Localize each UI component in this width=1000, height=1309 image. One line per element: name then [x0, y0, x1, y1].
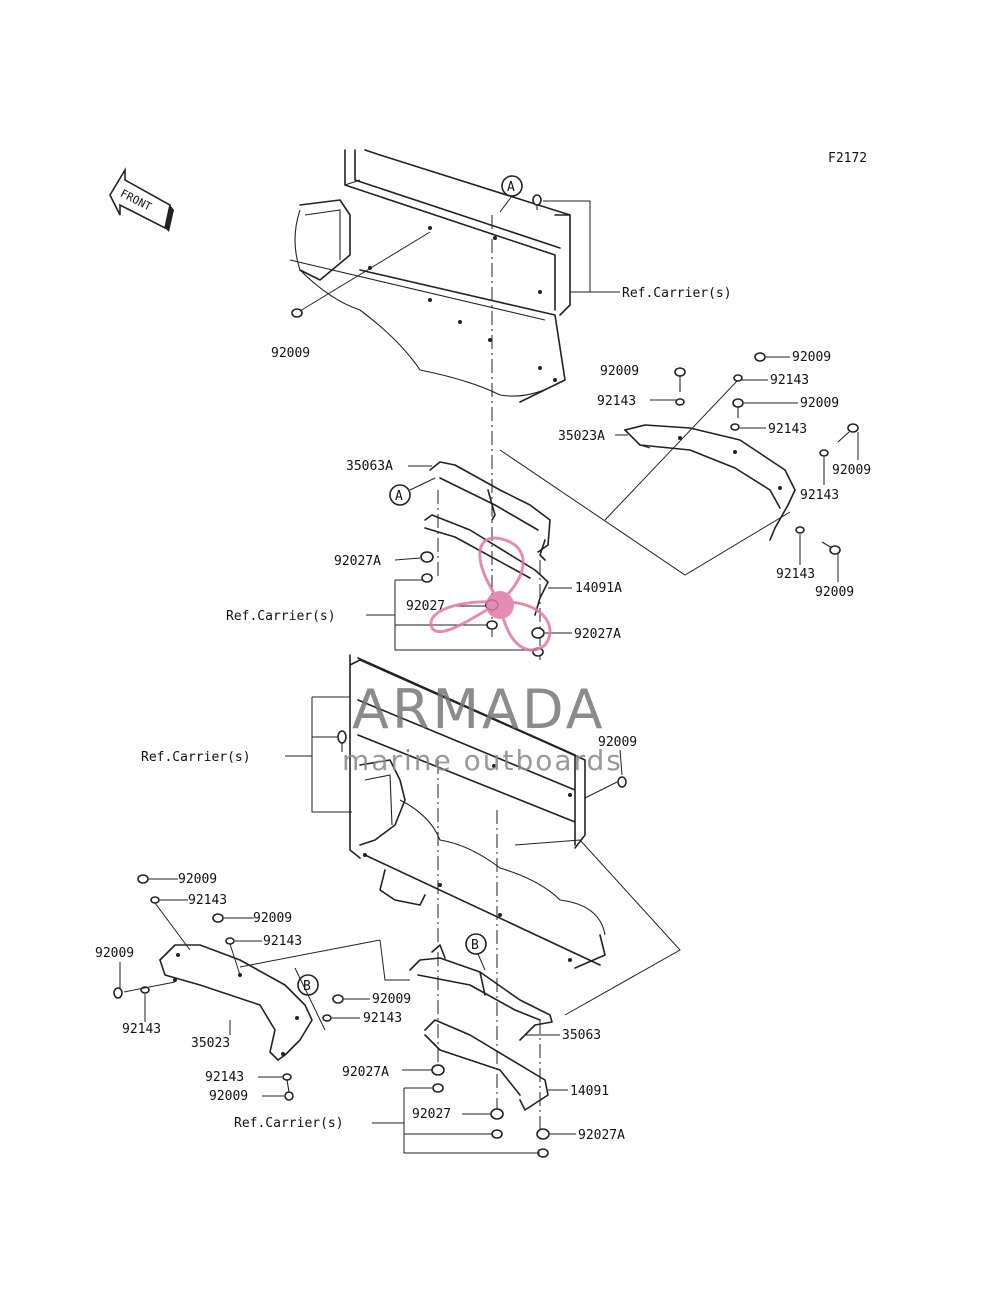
label-92143-j: 92143 [205, 1070, 244, 1085]
ref-carrier-label-bottom: Ref.Carrier(s) [234, 1116, 344, 1131]
ref-carrier-top: Ref.Carrier(s) [532, 194, 732, 301]
ref-carrier-left: Ref.Carrier(s) [141, 696, 352, 813]
callout-b-left: B [294, 967, 326, 1031]
label-92027A-b: 92027A [574, 627, 621, 642]
front-arrow-icon: FRONT [109, 167, 174, 232]
label-35063: 35063 [562, 1028, 601, 1043]
label-92027-b: 92027 [412, 1107, 451, 1122]
lower-carrier-drawing [349, 654, 681, 1016]
label-92009-k: 92009 [372, 992, 411, 1007]
nuts-upper: 92027A 92027 92027A [334, 551, 621, 657]
label-92009-d: 92009 [800, 396, 839, 411]
callout-b-right: B [465, 933, 487, 971]
label-92143-i: 92143 [363, 1011, 402, 1026]
label-92027-a: 92027 [406, 599, 445, 614]
label-92009-b: 92009 [600, 364, 639, 379]
label-92009-a: 92009 [271, 346, 310, 361]
callout-b-right-label: B [471, 938, 479, 953]
guard-14091A: 14091A [424, 514, 622, 616]
label-14091A: 14091A [575, 581, 622, 596]
ref-carrier-label-left: Ref.Carrier(s) [141, 750, 251, 765]
label-92009-h: 92009 [178, 872, 217, 887]
ref-carrier-label-top: Ref.Carrier(s) [622, 286, 732, 301]
bolt-92009-left-top: 92009 [271, 231, 431, 361]
label-92009-c: 92009 [792, 350, 831, 365]
label-92009-f: 92009 [815, 585, 854, 600]
label-92143-d: 92143 [800, 488, 839, 503]
watermark-tagline: marine outboards [342, 744, 623, 777]
label-92143-h: 92143 [122, 1022, 161, 1037]
label-92143-b: 92143 [770, 373, 809, 388]
label-92009-i: 92009 [253, 911, 292, 926]
bolt-92009-lower-right: 92009 [584, 735, 637, 799]
label-92027A-d: 92027A [578, 1128, 625, 1143]
ref-carrier-bottom: Ref.Carrier(s) [234, 1087, 540, 1154]
watermark-brand: ARMADA [352, 678, 606, 741]
label-14091: 14091 [570, 1084, 609, 1099]
label-92143-c: 92143 [768, 422, 807, 437]
label-35063A: 35063A [346, 459, 393, 474]
callout-a-mid: A [389, 477, 436, 506]
label-92009-j: 92009 [95, 946, 134, 961]
label-92009-g: 92009 [598, 735, 637, 750]
label-92143-e: 92143 [776, 567, 815, 582]
bracket-35063A: 35063A [346, 459, 551, 561]
label-92009-l: 92009 [209, 1089, 248, 1104]
label-92027A-c: 92027A [342, 1065, 389, 1080]
ref-carrier-mid: Ref.Carrier(s) [226, 579, 538, 651]
callout-b-left-label: B [303, 979, 311, 994]
upper-carrier-drawing [289, 149, 571, 403]
label-92027A-a: 92027A [334, 554, 381, 569]
ref-carrier-label-mid: Ref.Carrier(s) [226, 609, 336, 624]
label-92143-a: 92143 [597, 394, 636, 409]
label-92009-e: 92009 [832, 463, 871, 478]
bracket-35063: 35063 [239, 939, 601, 1043]
callout-a-top: A [499, 175, 523, 213]
propeller-logo-icon [429, 536, 552, 652]
guard-14091: 14091 [424, 1019, 609, 1111]
label-35023A: 35023A [558, 429, 605, 444]
fasteners-right-upper: 92009 92143 92009 92143 92009 92143 9200… [597, 350, 871, 600]
label-92143-f: 92143 [188, 893, 227, 908]
watermark: ARMADA marine outboards [342, 536, 623, 777]
label-92143-g: 92143 [263, 934, 302, 949]
nuts-lower: 92027A 92027 92027A [342, 1064, 625, 1158]
fasteners-left-lower: 92009 92143 92009 92143 92009 92143 9200… [95, 872, 411, 1104]
fender-35023A: 35023A [499, 379, 796, 576]
label-35023: 35023 [191, 1036, 230, 1051]
callout-a-mid-label: A [395, 489, 403, 504]
callout-a-label: A [507, 180, 515, 195]
figure-code: F2172 [828, 151, 867, 166]
